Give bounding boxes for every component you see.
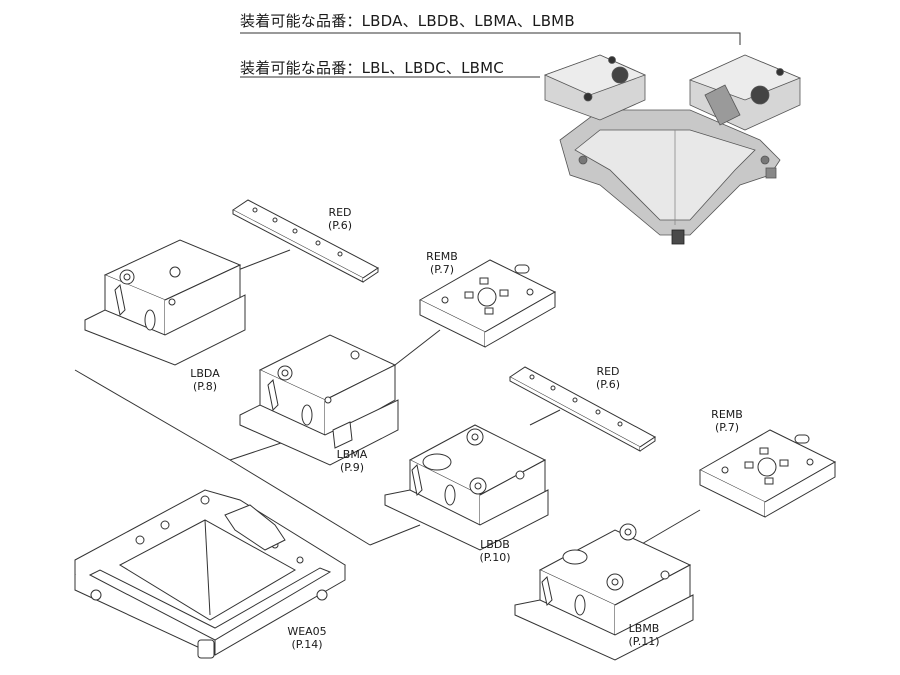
connector-lbdb-wea05 [369, 524, 421, 546]
connector-wea05-lbdb [229, 459, 371, 546]
part-name: REMB [711, 408, 743, 421]
part-page: (P.14) [291, 638, 323, 651]
part-page: (P.9) [340, 461, 364, 474]
part-name: LBMA [336, 448, 368, 461]
red-rail-top [232, 199, 379, 283]
part-label-red-top: RED (P.6) [320, 206, 360, 232]
part-name: RED [596, 365, 620, 378]
part-page: (P.6) [328, 219, 352, 232]
connector-lbma-wea05 [229, 439, 291, 461]
part-label-lbda: LBDA (P.8) [183, 367, 227, 393]
part-page: (P.7) [430, 263, 454, 276]
part-page: (P.11) [628, 635, 660, 648]
lbdb-block [384, 424, 549, 551]
red-rail-mid [509, 366, 656, 452]
lbda-block [84, 239, 246, 366]
remb-plate-mid [698, 429, 837, 518]
part-label-lbmb: LBMB (P.11) [622, 622, 666, 648]
part-name: LBDA [190, 367, 220, 380]
remb-plate-top [418, 259, 557, 348]
part-name: LBMB [628, 622, 660, 635]
part-page: (P.10) [479, 551, 511, 564]
part-name: WEA05 [287, 625, 327, 638]
compatible-parts-line-1: 装着可能な品番：LBDA、LBDB、LBMA、LBMB [240, 12, 575, 30]
part-name: RED [328, 206, 352, 219]
connector-lbma-remb [394, 329, 441, 366]
wea05-frame [74, 489, 346, 659]
part-label-remb-top: REMB (P.7) [420, 250, 464, 276]
part-name: REMB [426, 250, 458, 263]
part-page: (P.8) [193, 380, 217, 393]
product-photo [543, 54, 802, 245]
compatible-parts-line-2: 装着可能な品番：LBL、LBDC、LBMC [240, 59, 504, 77]
connector-lbda-wea05 [74, 369, 231, 461]
connector-lbmb-remb [639, 509, 701, 546]
connector-lbda-red [237, 249, 291, 271]
part-name: LBDB [480, 538, 510, 551]
part-label-lbma: LBMA (P.9) [330, 448, 374, 474]
part-label-lbdb: LBDB (P.10) [473, 538, 517, 564]
part-page: (P.7) [715, 421, 739, 434]
part-label-red-mid: RED (P.6) [588, 365, 628, 391]
part-label-wea05: WEA05 (P.14) [282, 625, 332, 651]
lbma-block [239, 334, 399, 466]
lbmb-block [514, 523, 694, 661]
header-leader-line-1 [240, 32, 741, 45]
part-page: (P.6) [596, 378, 620, 391]
part-label-remb-mid: REMB (P.7) [705, 408, 749, 434]
connector-lbdb-red [529, 409, 561, 426]
